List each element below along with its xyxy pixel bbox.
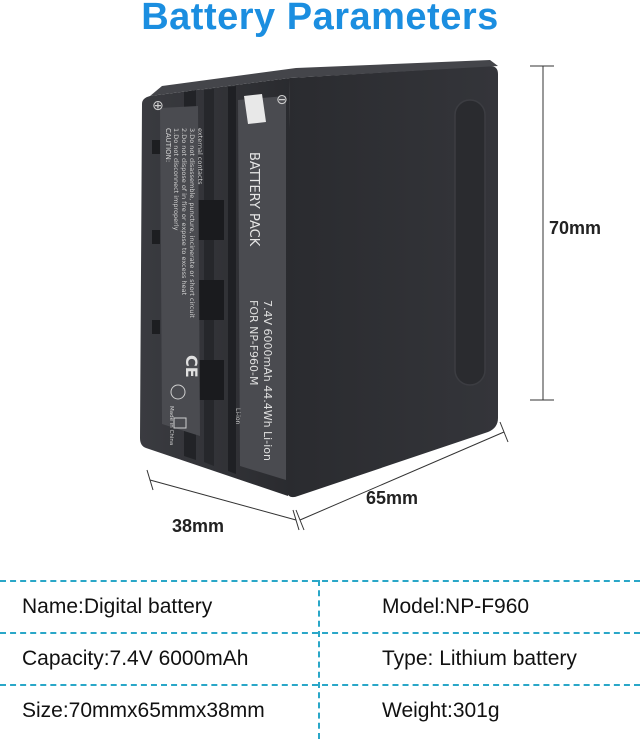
spec-size: Size:70mmx65mmx38mm [22,699,265,722]
caution-line-4: external contacts [196,128,204,185]
rating-line: 7.4V 6000mAh 44.4Wh Li-ion [261,300,274,461]
caution-line-2: 2.Do not dispose of in fire or expose to… [180,128,188,296]
spec-type: Type: Lithium battery [382,647,577,670]
caution-title: CAUTION: [164,128,172,162]
spec-weight: Weight:301g [382,699,500,722]
svg-text:⊕: ⊕ [152,98,164,114]
table-divider [0,684,640,686]
model-line: FOR NP-F960-M [247,300,260,386]
width-label: 65mm [366,488,419,508]
battery-image: ⊕ ⊖ CAUTION: 1.Do not disconnect imprope… [140,60,554,531]
product-name: BATTERY PACK [246,152,261,247]
height-label: 70mm [549,218,602,238]
spec-name: Name:Digital battery [22,595,213,618]
caution-line-1: 1.Do not disconnect improperly [172,128,180,231]
page-title: Battery Parameters [141,0,499,38]
bin-icon [173,417,187,429]
svg-text:⊖: ⊖ [276,92,288,108]
spec-table: Name:Digital battery Model:NP-F960 Capac… [0,580,640,739]
spec-row: Capacity:7.4V 6000mAh Type: Lithium batt… [0,636,640,682]
spec-capacity: Capacity:7.4V 6000mAh [22,647,249,670]
width-dimension-line [295,421,509,531]
battery-illustration: ⊕ ⊖ CAUTION: 1.Do not disconnect imprope… [140,60,602,536]
table-divider [0,580,640,582]
ce-mark: CE [182,355,201,378]
spec-row: Name:Digital battery Model:NP-F960 [0,584,640,630]
depth-label: 38mm [172,516,225,536]
table-divider [0,632,640,634]
spec-model: Model:NP-F960 [382,595,530,618]
made-in-text: Made in China [168,406,174,445]
height-dimension-line [530,65,554,401]
li-ion-text: Li-ion [234,408,241,425]
spec-row: Size:70mmx65mmx38mm Weight:301g [0,688,640,734]
depth-dimension-line [146,469,300,531]
caution-line-3: 3.Do not disassemble, puncture, incinera… [188,128,196,318]
table-column-divider [318,580,320,739]
